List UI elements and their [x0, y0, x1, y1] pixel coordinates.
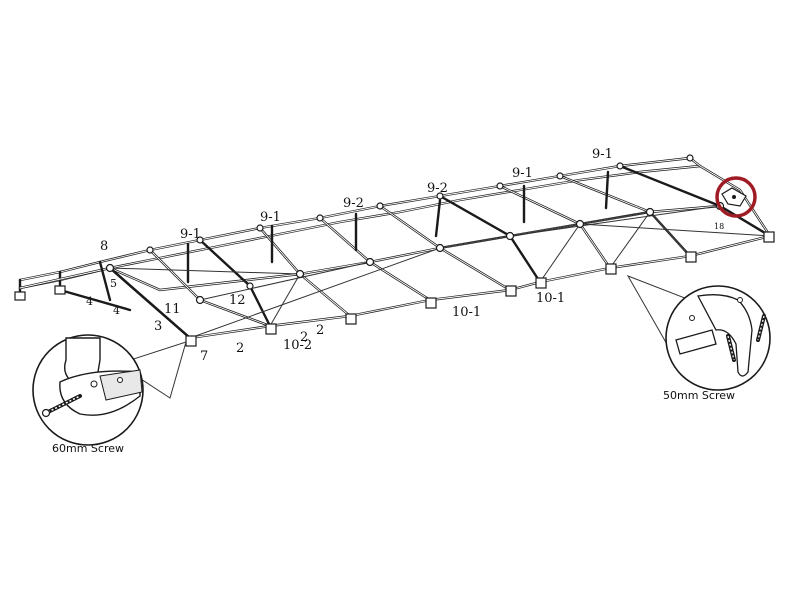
label-3: 3 [154, 319, 162, 334]
tension-cables [109, 205, 771, 339]
label-4-b: 4 [113, 304, 120, 317]
label-11: 11 [164, 302, 181, 317]
label-12: 12 [229, 293, 246, 308]
label-9-1-c: 9-1 [512, 166, 533, 181]
screw-50mm-icon [726, 314, 766, 362]
right-inset-caption: 50mm Screw [663, 389, 735, 402]
frame [14, 154, 775, 347]
left-inset-caption: 60mm Screw [52, 442, 124, 455]
part-labels: 8 9-1 9-1 9-2 9-2 9-1 9-1 5 4 4 11 12 3 … [86, 147, 724, 364]
label-10-1-b: 10-1 [536, 291, 565, 306]
screw-60mm-icon [41, 394, 82, 418]
label-10-2: 10-2 [283, 338, 312, 353]
label-9-1-a: 9-1 [180, 227, 201, 242]
roof-struts [186, 170, 610, 284]
label-8: 8 [100, 239, 108, 254]
label-4-a: 4 [86, 295, 93, 308]
label-18: 18 [714, 222, 724, 231]
highlighted-bracket [721, 187, 747, 207]
label-9-2-a: 9-2 [343, 196, 364, 211]
connectors [105, 154, 725, 305]
base-feet [14, 231, 775, 347]
label-2-b: 2 [300, 330, 308, 345]
label-9-1-d: 9-1 [592, 147, 613, 162]
highlight-circle [715, 176, 757, 218]
right-detail-inset [626, 275, 771, 391]
left-end-frame [18, 260, 192, 340]
left-detail-inset [32, 334, 187, 446]
label-2-a: 2 [236, 341, 244, 356]
label-9-1-b: 9-1 [260, 210, 281, 225]
label-9-2-b: 9-2 [427, 181, 448, 196]
label-7: 7 [200, 349, 208, 364]
label-10-1-a: 10-1 [452, 305, 481, 320]
label-2-c: 2 [316, 323, 324, 338]
front-end-rail [688, 156, 772, 238]
label-5: 5 [110, 277, 117, 290]
